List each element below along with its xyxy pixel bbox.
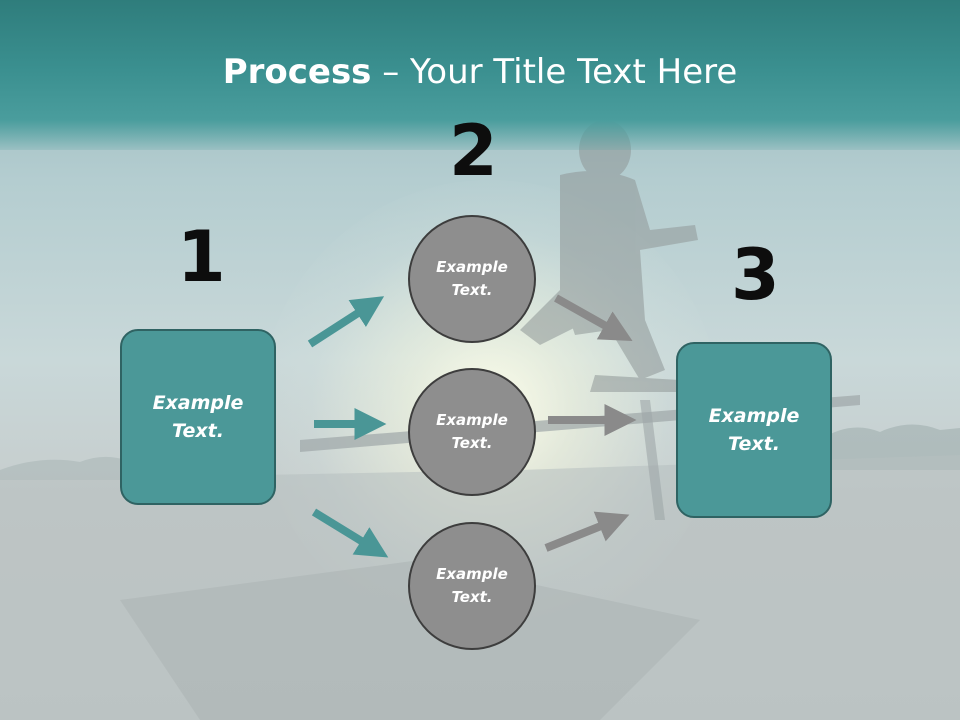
ramp-shadow [120,560,700,720]
step-1-box: Example Text. [120,329,276,505]
circle-top-text-line2: Text. [451,281,493,299]
step-3-box: Example Text. [676,342,832,518]
arrow-gray-up [544,511,630,552]
step-3-text-line2: Text. [728,433,780,455]
arrow-teal-up [307,296,385,348]
step-3-text-line1: Example [708,404,800,427]
circle-middle-text-line2: Text. [451,434,493,452]
step-2-circle-top: Example Text. [408,215,536,343]
arrow-gray-down [554,294,633,342]
circle-middle-text-line1: Example [436,410,508,429]
step-number-1: 1 [177,216,226,298]
slide-title: Process – Your Title Text Here [0,52,960,92]
header-band [0,0,960,150]
step-number-3: 3 [731,234,780,316]
step-2-circle-bottom: Example Text. [408,522,536,650]
circle-bottom-text-line2: Text. [451,588,493,606]
arrow-teal-down [311,508,389,558]
step-1-text-line1: Example [152,391,244,414]
step-number-2: 2 [449,110,498,192]
title-strong: Process [222,52,372,92]
rail-post [640,400,665,520]
step-2-circle-middle: Example Text. [408,368,536,496]
step-1-text-line2: Text. [172,420,224,442]
circle-top-text-line1: Example [436,257,508,276]
circle-bottom-text-line1: Example [436,564,508,583]
title-rest: – Your Title Text Here [371,52,738,92]
